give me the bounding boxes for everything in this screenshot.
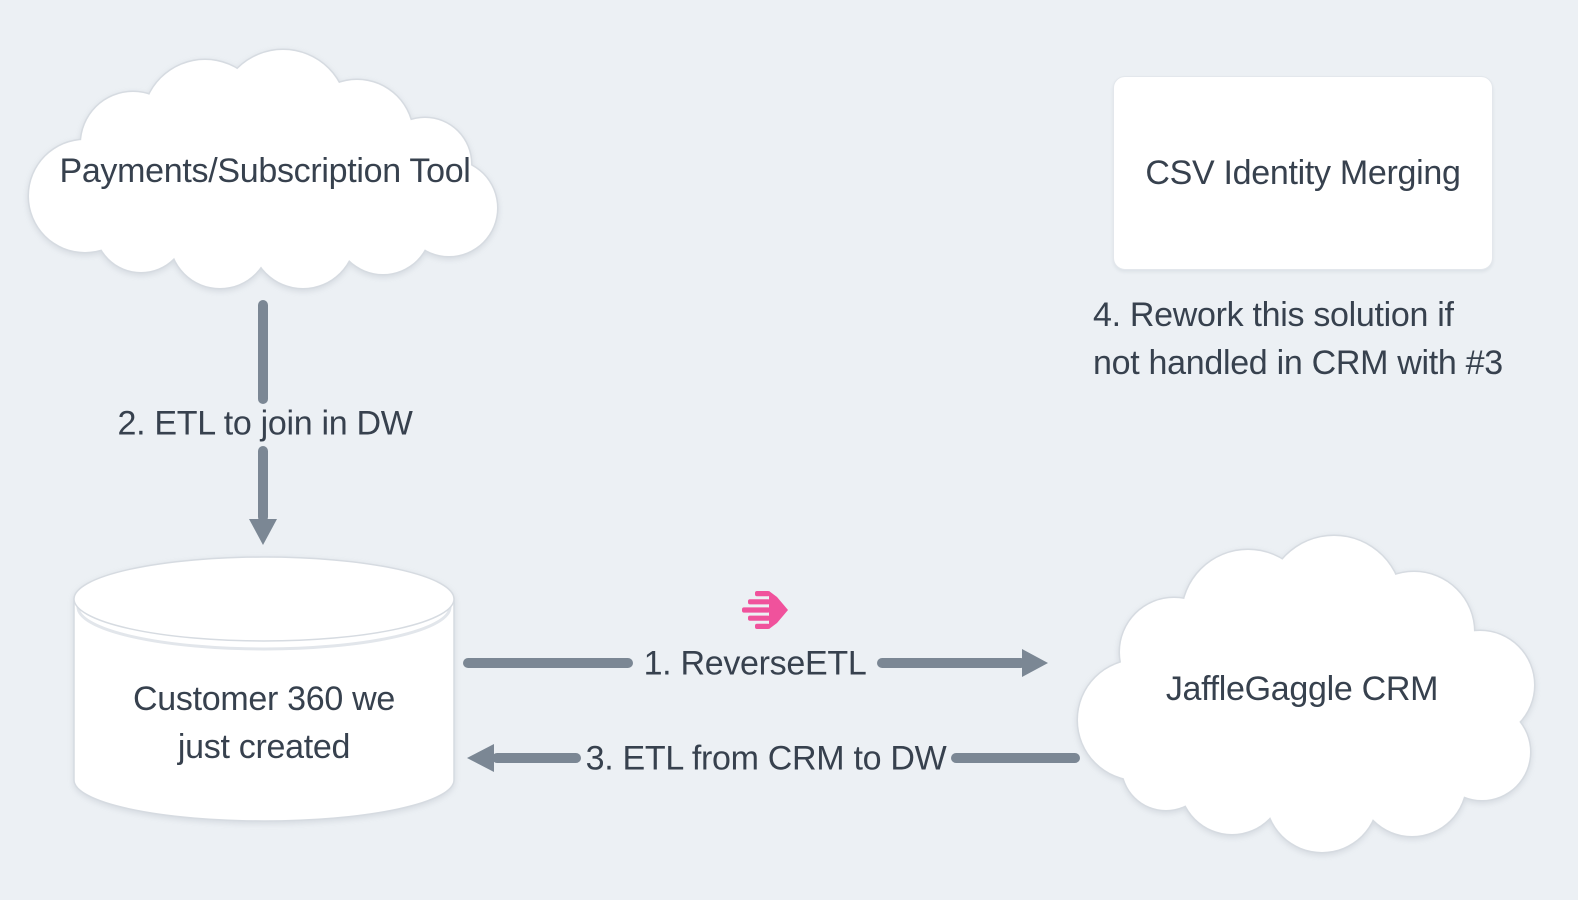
edge-etl-to-join-label: 2. ETL to join in DW	[117, 404, 413, 443]
step4-note: 4. Rework this solution if not handled i…	[1093, 291, 1573, 387]
database-cylinder-shape	[73, 556, 455, 822]
cloud-shape	[1076, 534, 1536, 854]
customer-360-label-line1: Customer 360 we	[133, 680, 395, 718]
node-csv-identity-merging: CSV Identity Merging	[1113, 76, 1493, 270]
customer-360-label-line2: just created	[177, 728, 351, 766]
node-customer-360: Customer 360 we just created	[72, 555, 456, 823]
node-jafflegaggle-crm: JaffleGaggle CRM	[1056, 520, 1548, 858]
payments-tool-label: Payments/Subscription Tool	[59, 152, 471, 190]
cloud-shape	[27, 48, 499, 290]
hightouch-arrow-icon	[742, 591, 788, 629]
customer-360-label: Customer 360 we just created	[72, 639, 456, 807]
step4-note-line2: not handled in CRM with #3	[1093, 344, 1503, 382]
edge-reverse-etl-label: 1. ReverseETL	[643, 644, 867, 683]
step4-note-line1: 4. Rework this solution if	[1093, 296, 1454, 334]
csv-identity-merging-label: CSV Identity Merging	[1145, 154, 1461, 192]
jafflegaggle-crm-label: JaffleGaggle CRM	[1165, 670, 1439, 708]
node-payments-tool: Payments/Subscription Tool	[15, 46, 515, 296]
edge-etl-from-crm-label: 3. ETL from CRM to DW	[585, 739, 947, 778]
